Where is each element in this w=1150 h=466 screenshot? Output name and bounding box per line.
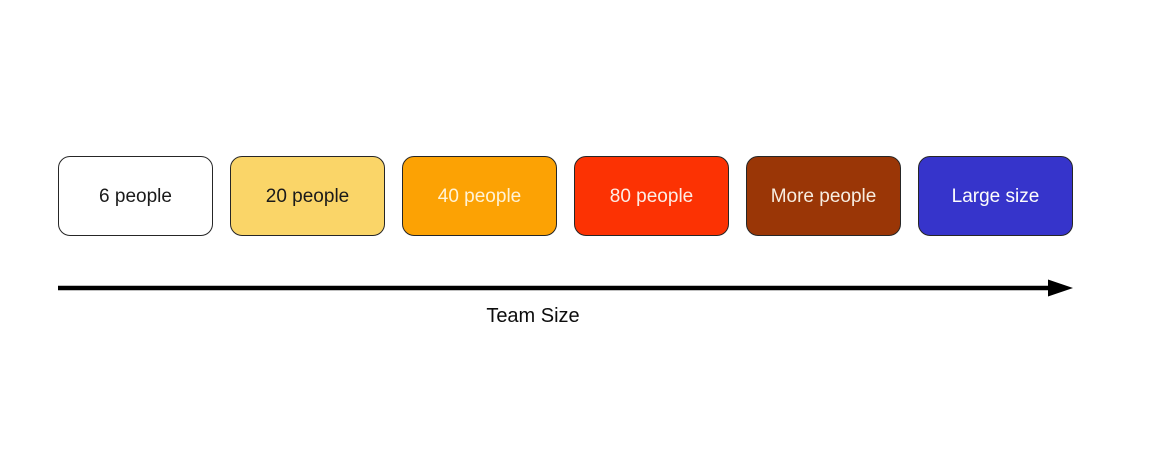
axis-label: Team Size: [486, 305, 580, 327]
box-label: 40 people: [437, 185, 522, 207]
team-size-box-80-people: 80 people: [574, 156, 729, 236]
team-size-box-more-people: More people: [746, 156, 901, 236]
team-size-box-20-people: 20 people: [230, 156, 385, 236]
box-label: 6 people: [99, 185, 172, 207]
box-label: 20 people: [265, 185, 350, 207]
team-size-box-40-people: 40 people: [402, 156, 557, 236]
team-size-box-large-size: Large size: [918, 156, 1073, 236]
box-label: 80 people: [609, 185, 694, 207]
team-size-box-6-people: 6 people: [58, 156, 213, 236]
box-label: Large size: [951, 185, 1040, 207]
box-label: More people: [770, 185, 877, 207]
